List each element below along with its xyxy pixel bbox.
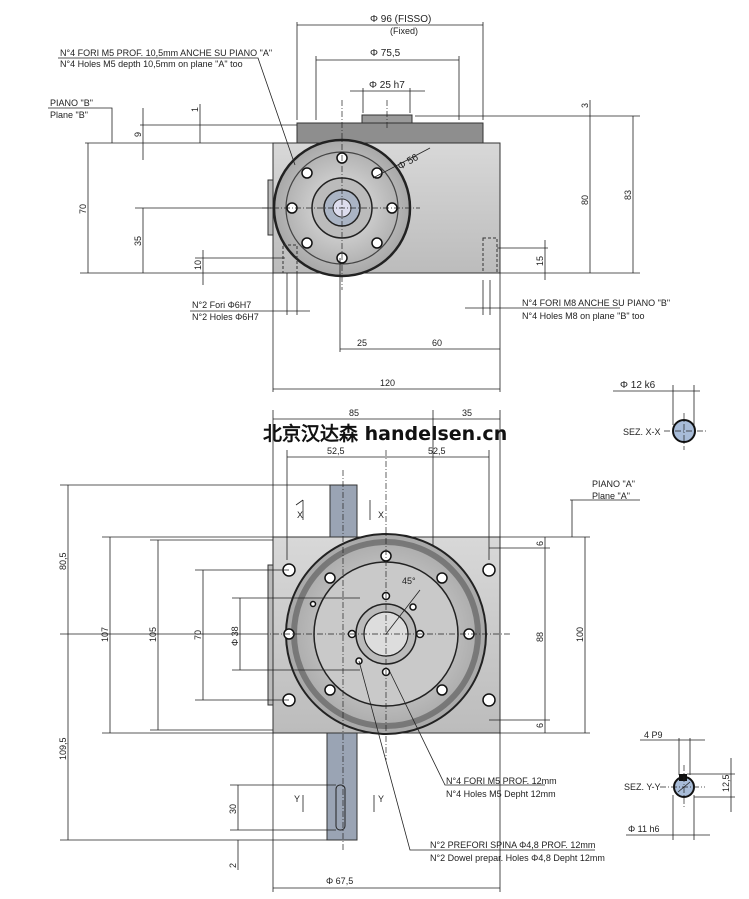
- sec-xx-dia: Φ 12 k6: [620, 380, 656, 391]
- dim-52b: 52,5: [428, 446, 446, 456]
- dim-85: 85: [349, 408, 359, 418]
- dim-70: 70: [78, 204, 88, 214]
- dim-dia25: Φ 25 h7: [369, 80, 405, 91]
- dim-dia75: Φ 75,5: [370, 48, 401, 59]
- dim-80-5: 80,5: [58, 552, 68, 570]
- dim-120: 120: [380, 378, 395, 388]
- dim-83: 83: [623, 190, 633, 200]
- m5-note-en: N°4 Holes M5 Depht 12mm: [446, 789, 556, 799]
- dim-15: 15: [535, 256, 545, 266]
- section-xx: Φ 12 k6 SEZ. X-X: [613, 380, 706, 450]
- dim-angle: 45°: [402, 576, 416, 586]
- y-mark-left: Y: [294, 794, 300, 804]
- dim-2: 2: [228, 863, 238, 868]
- dim-100: 100: [575, 627, 585, 642]
- plane-a-en: Plane "A": [592, 491, 630, 501]
- dim-70: 70: [193, 630, 203, 640]
- dim-9: 9: [133, 132, 143, 137]
- dim-6-bottom: 6: [535, 723, 545, 728]
- shaft-top: [329, 484, 358, 538]
- x-mark-left: X: [297, 510, 303, 520]
- dim-105: 105: [148, 627, 158, 642]
- dim-fixed: (Fixed): [390, 26, 418, 36]
- sec-yy-label: SEZ. Y-Y: [624, 782, 661, 792]
- front-view: 45° 85 35 52,5 52,5 X X PIANO "A" Plane …: [58, 408, 640, 892]
- watermark: 北京汉达森 handelsen.cn: [263, 422, 507, 445]
- dim-12-5: 12,5: [721, 774, 731, 792]
- flange: [296, 122, 484, 144]
- dim-109-5: 109,5: [58, 737, 68, 760]
- plane-b-en: Plane "B": [50, 110, 88, 120]
- m8-note-it: N°4 FORI M8 ANCHE SU PIANO "B": [522, 298, 670, 308]
- sec-xx-label: SEZ. X-X: [623, 427, 661, 437]
- dim-60: 60: [432, 338, 442, 348]
- dim-6-top: 6: [535, 541, 545, 546]
- dim-35: 35: [462, 408, 472, 418]
- x-mark-right: X: [378, 510, 384, 520]
- top-view: Φ 96 (FISSO) (Fixed) Φ 75,5 Φ 25 h7 N°4 …: [48, 14, 670, 392]
- plane-a-it: PIANO "A": [592, 479, 635, 489]
- dim-dia67: Φ 67,5: [326, 876, 353, 886]
- sec-yy-key: 4 P9: [644, 730, 663, 740]
- dim-1: 1: [190, 107, 200, 112]
- dowel-note-en: N°2 Dowel prepar. Holes Φ4,8 Depht 12mm: [430, 853, 605, 863]
- m5-note-it: N°4 FORI M5 PROF. 10,5mm ANCHE SU PIANO …: [60, 48, 272, 58]
- m5-note-it: N°4 FORI M5 PROF. 12mm: [446, 776, 557, 786]
- dim-52a: 52,5: [327, 446, 345, 456]
- h6-note-it: N°2 Fori Φ6H7: [192, 300, 251, 310]
- dim-30: 30: [228, 804, 238, 814]
- dim-dia96: Φ 96 (FISSO): [370, 14, 431, 25]
- section-yy: 4 P9 SEZ. Y-Y 12,5 Φ 11 h6: [624, 730, 735, 840]
- dim-80: 80: [580, 195, 590, 205]
- dim-88: 88: [535, 632, 545, 642]
- dim-10: 10: [193, 260, 203, 270]
- dim-3: 3: [580, 103, 590, 108]
- dim-35: 35: [133, 236, 143, 246]
- dowel-note-it: N°2 PREFORI SPINA Φ4,8 PROF. 12mm: [430, 840, 595, 850]
- m5-note-en: N°4 Holes M5 depth 10,5mm on plane "A" t…: [60, 59, 243, 69]
- plane-b-it: PIANO "B": [50, 98, 93, 108]
- h6-note-en: N°2 Holes Φ6H7: [192, 312, 259, 322]
- m8-note-en: N°4 Holes M8 on plane "B" too: [522, 311, 645, 321]
- sec-yy-dia: Φ 11 h6: [628, 824, 660, 834]
- y-mark-right: Y: [378, 794, 384, 804]
- shaft-bottom: [326, 732, 358, 841]
- dim-dia38: Φ 38: [230, 626, 240, 646]
- dim-107: 107: [100, 627, 110, 642]
- dim-25: 25: [357, 338, 367, 348]
